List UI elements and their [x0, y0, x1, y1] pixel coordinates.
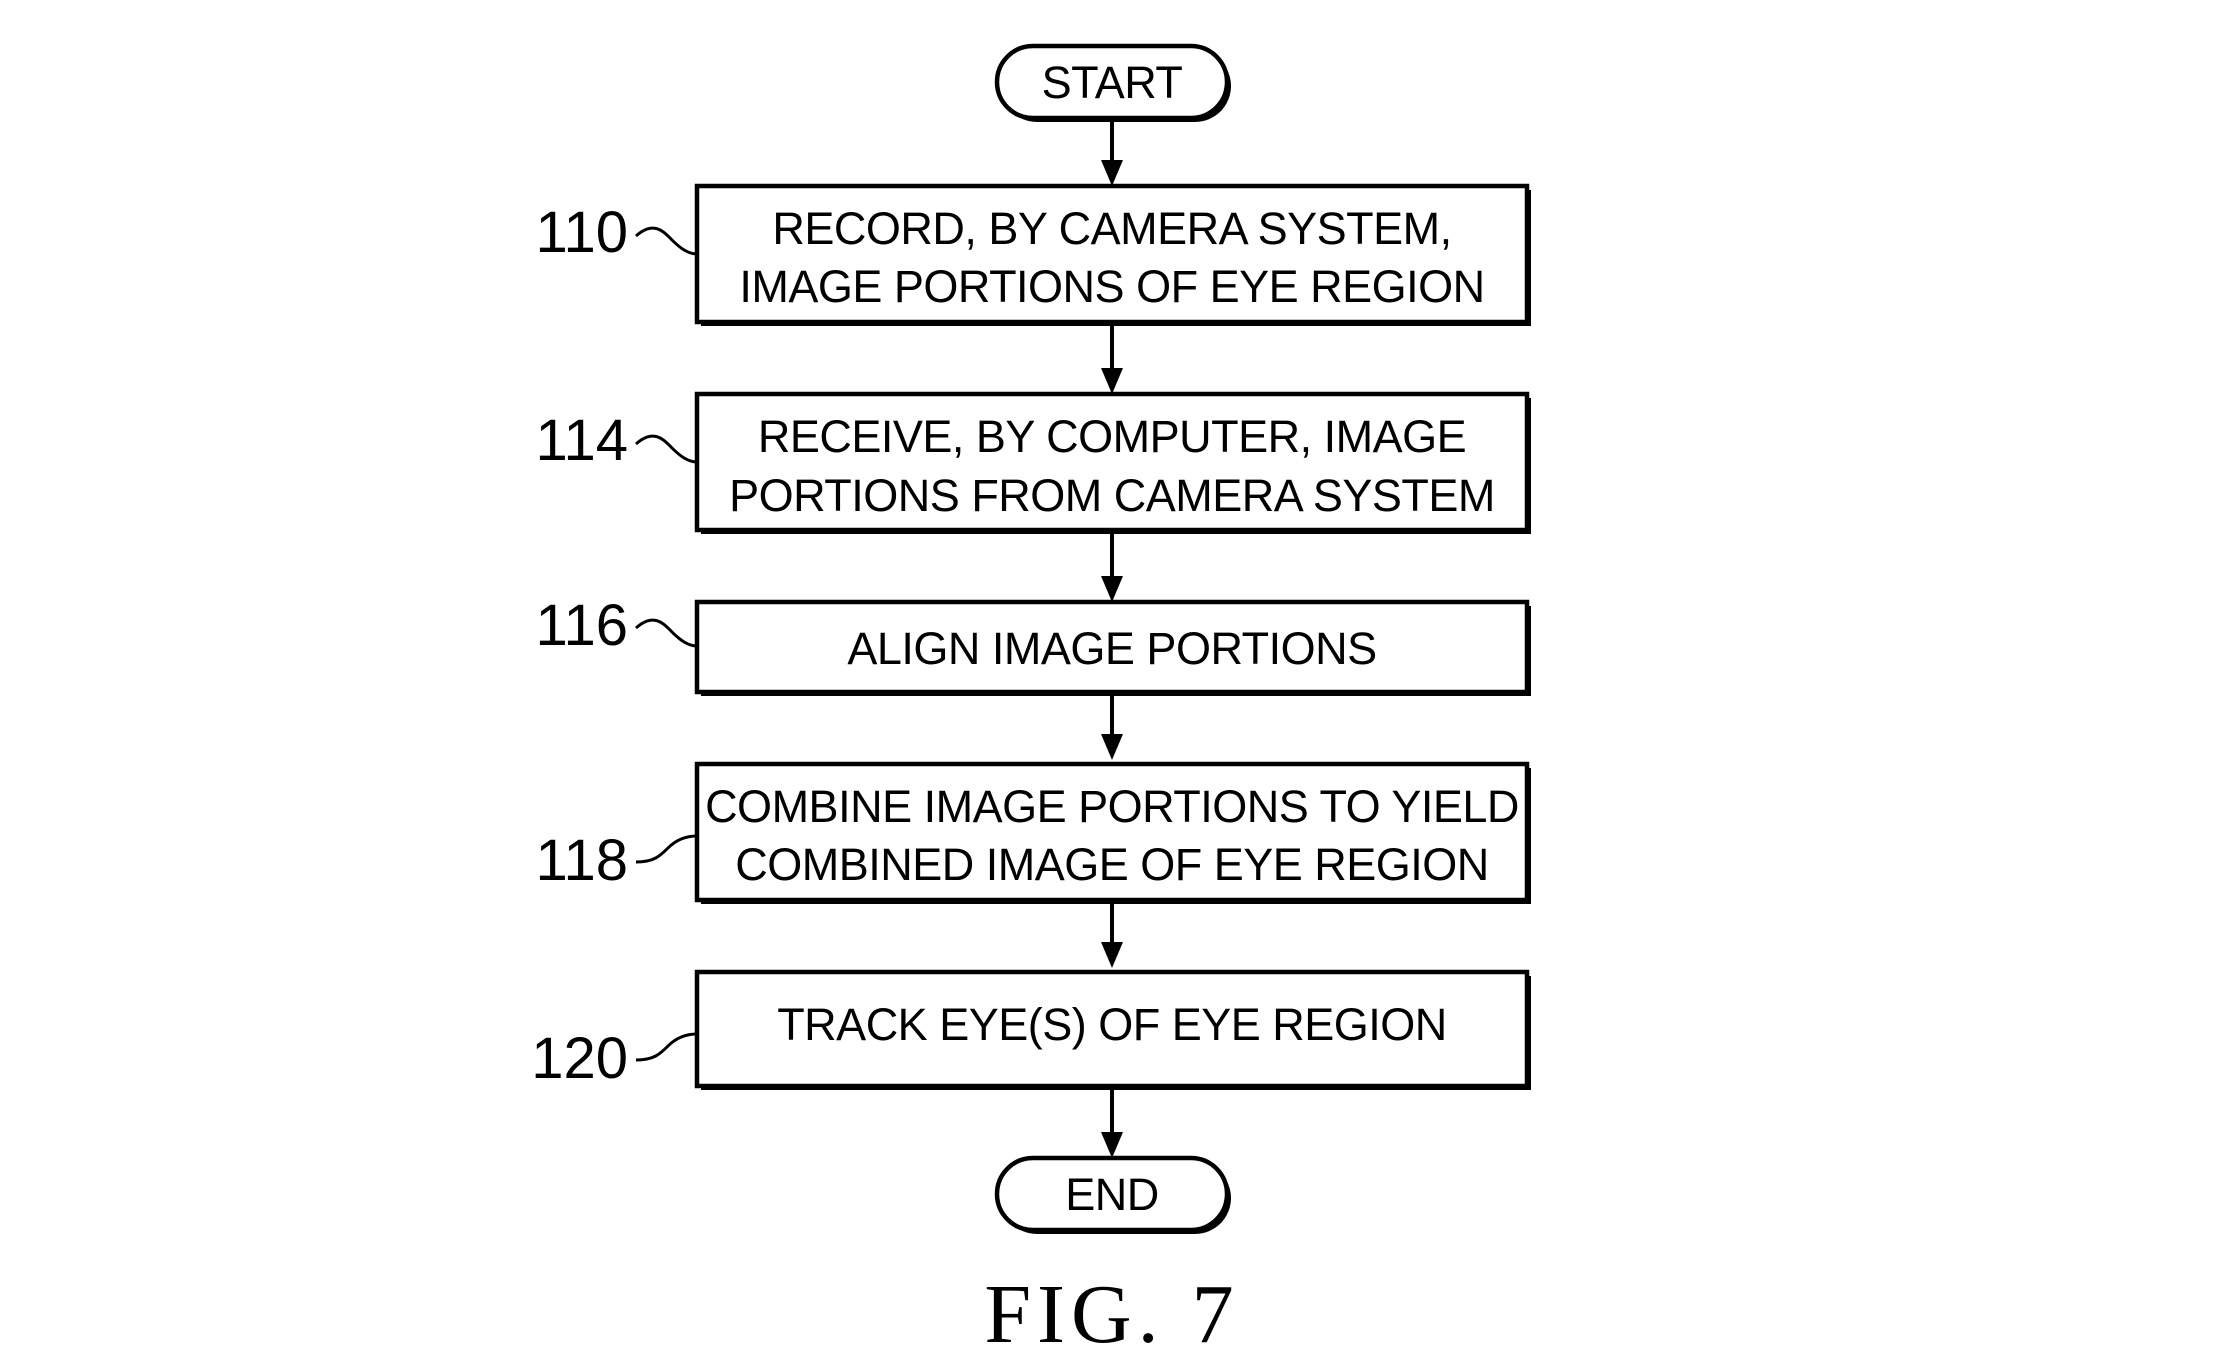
figure-caption: FIG. 7 — [984, 1268, 1239, 1361]
step-114-line-2: PORTIONS FROM CAMERA SYSTEM — [729, 470, 1495, 521]
step-114-line-1: RECEIVE, BY COMPUTER, IMAGE — [758, 411, 1466, 462]
step-114: RECEIVE, BY COMPUTER, IMAGE PORTIONS FRO… — [694, 391, 1531, 534]
connector-114-116 — [1101, 530, 1123, 602]
step-120: TRACK EYE(S) OF EYE REGION — [694, 969, 1531, 1090]
ref-116-leader — [635, 618, 698, 648]
step-110: RECORD, BY CAMERA SYSTEM, IMAGE PORTIONS… — [694, 183, 1531, 326]
connector-120-end — [1101, 1086, 1123, 1158]
step-120-line-1: TRACK EYE(S) OF EYE REGION — [777, 999, 1447, 1050]
step-118: COMBINE IMAGE PORTIONS TO YIELD COMBINED… — [694, 761, 1531, 904]
ref-110-leader — [635, 226, 698, 256]
end-label: END — [1065, 1169, 1159, 1220]
ref-116: 116 — [536, 593, 698, 658]
ref-110-label: 110 — [536, 200, 628, 265]
step-110-line-2: IMAGE PORTIONS OF EYE REGION — [739, 261, 1484, 312]
ref-118-leader — [635, 834, 698, 864]
ref-118-label: 118 — [536, 828, 628, 893]
connector-118-120 — [1101, 900, 1123, 968]
connector-start-110 — [1101, 118, 1123, 186]
ref-114-label: 114 — [536, 408, 628, 473]
step-110-line-1: RECORD, BY CAMERA SYSTEM, — [772, 203, 1451, 254]
ref-120-label: 120 — [531, 1026, 628, 1091]
start-label: START — [1042, 57, 1183, 108]
ref-120: 120 — [531, 1026, 698, 1091]
step-118-line-1: COMBINE IMAGE PORTIONS TO YIELD — [705, 781, 1519, 832]
ref-114: 114 — [536, 408, 698, 473]
step-116-line-1: ALIGN IMAGE PORTIONS — [847, 623, 1376, 674]
ref-110: 110 — [536, 200, 698, 265]
connector-110-114 — [1101, 322, 1123, 394]
start-terminal: START — [994, 43, 1231, 122]
ref-120-leader — [635, 1032, 698, 1062]
step-116: ALIGN IMAGE PORTIONS — [694, 599, 1531, 696]
ref-118: 118 — [536, 828, 698, 893]
step-118-line-2: COMBINED IMAGE OF EYE REGION — [735, 839, 1489, 890]
connector-116-118 — [1101, 692, 1123, 760]
ref-114-leader — [635, 434, 698, 464]
end-terminal: END — [994, 1155, 1231, 1234]
ref-116-label: 116 — [536, 593, 628, 658]
